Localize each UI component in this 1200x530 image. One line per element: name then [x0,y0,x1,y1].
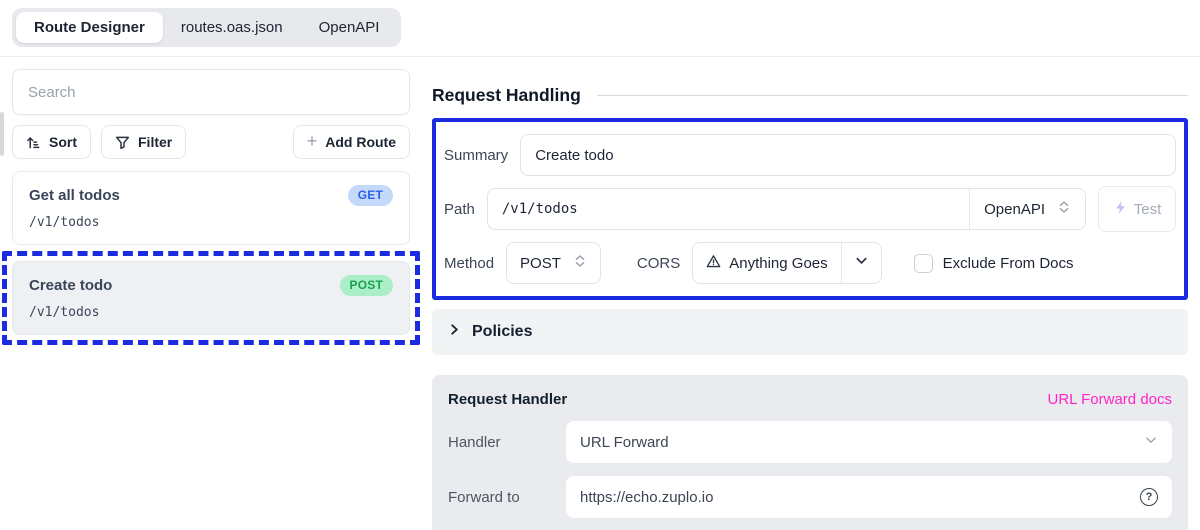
forward-to-input[interactable] [580,488,1140,506]
section-rule [596,95,1188,96]
chevron-down-icon [1144,433,1158,451]
path-row: Path OpenAPI [444,186,1176,232]
method-row: Method POST CORS [444,242,1176,284]
route-path: /v1/todos [29,305,100,320]
exclude-from-docs-toggle[interactable]: Exclude From Docs [913,253,1074,273]
method-select[interactable]: POST [506,242,601,284]
handler-row: Handler URL Forward [448,421,1172,463]
chevron-down-icon [854,253,869,273]
cors-label: CORS [636,254,681,272]
filter-button[interactable]: Filter [101,125,187,159]
sort-button[interactable]: Sort [12,125,91,159]
filter-label: Filter [138,134,173,150]
route-title: Get all todos [29,187,120,204]
url-forward-docs-link[interactable]: URL Forward docs [1047,391,1172,408]
forward-to-field: ? [566,476,1172,518]
path-mode-select[interactable]: OpenAPI [969,189,1085,229]
add-route-label: Add Route [325,134,396,150]
request-handling-form: Summary Path OpenAPI [432,118,1188,300]
sort-label: Sort [49,134,77,150]
filter-funnel-icon [115,135,130,150]
tab-routes-oas-json[interactable]: routes.oas.json [180,19,283,36]
tab-route-designer[interactable]: Route Designer [16,12,163,43]
test-label: Test [1133,200,1162,218]
warning-triangle-icon [706,254,721,273]
handler-label: Handler [448,433,501,451]
forward-to-label: Forward to [448,488,520,506]
section-title: Request Handling [432,85,581,105]
chevron-up-down-icon [1057,199,1071,219]
cors-select: Anything Goes [692,242,882,284]
exclude-from-docs-label: Exclude From Docs [942,254,1074,272]
request-handling-header: Request Handling [432,85,1188,106]
summary-row: Summary [444,134,1176,176]
route-path: /v1/todos [29,215,100,230]
chevron-right-icon [447,322,462,342]
selected-route-highlight: Create todo POST /v1/todos [2,251,420,345]
tab-group: Route Designer routes.oas.json OpenAPI [12,8,402,47]
path-mode-value: OpenAPI [984,200,1045,218]
method-badge-get: GET [347,185,393,206]
sidebar-toolbar: Sort Filter + Add Route [12,125,410,159]
routes-sidebar: Sort Filter + Add Route [2,69,420,530]
add-route-button[interactable]: + Add Route [292,125,410,159]
forward-to-row: Forward to ? [448,476,1172,518]
sort-ascending-icon [26,135,41,150]
path-input-group: OpenAPI [486,188,1086,230]
zap-icon [1113,200,1128,219]
policies-section-toggle[interactable]: Policies [432,309,1188,355]
method-value: POST [520,254,561,272]
cors-select-value[interactable]: Anything Goes [693,243,840,283]
summary-label: Summary [444,146,509,164]
test-button[interactable]: Test [1098,186,1176,232]
method-badge-post: POST [339,275,393,296]
tab-openapi[interactable]: OpenAPI [318,19,380,36]
path-input[interactable] [487,189,970,229]
request-handler-section: Request Handler URL Forward docs Handler… [432,375,1188,530]
summary-input[interactable] [520,134,1176,176]
plus-icon: + [306,131,318,151]
left-scrollbar-thumb[interactable] [0,112,4,156]
header-divider [0,56,1200,57]
chevron-up-down-icon [573,253,587,273]
request-handler-title: Request Handler [448,391,568,408]
help-question-icon[interactable]: ? [1140,488,1158,506]
handler-select[interactable]: URL Forward [566,421,1172,463]
path-label: Path [444,200,475,218]
search-box[interactable] [12,69,410,115]
route-title: Create todo [29,277,113,294]
search-input[interactable] [28,83,394,101]
method-label: Method [444,254,495,272]
policies-title: Policies [472,323,533,340]
route-item-create-todo[interactable]: Create todo POST /v1/todos [12,261,410,335]
exclude-from-docs-checkbox[interactable] [913,253,933,273]
content: Sort Filter + Add Route [0,57,1200,530]
handler-value: URL Forward [580,433,669,451]
cors-value: Anything Goes [729,254,828,272]
route-item-get-all-todos[interactable]: Get all todos GET /v1/todos [12,171,410,245]
route-detail-panel: Request Handling Summary Path OpenAPI [432,69,1188,530]
cors-dropdown-toggle[interactable] [840,243,881,283]
top-tab-bar: Route Designer routes.oas.json OpenAPI [0,0,1200,56]
